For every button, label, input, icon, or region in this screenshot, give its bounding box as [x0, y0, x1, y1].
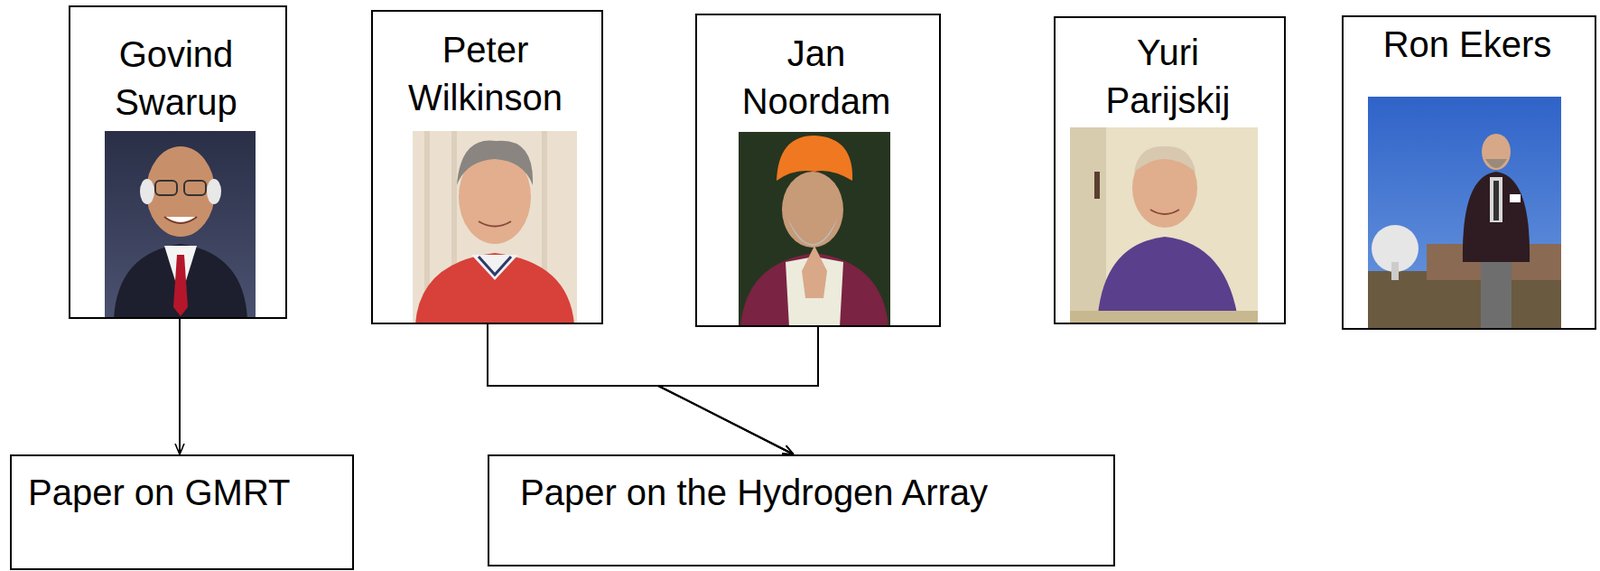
person-box: Peter Wilkinson	[371, 9, 604, 325]
person-name: Ron Ekers	[1345, 20, 1590, 69]
paper-title: Paper on GMRT	[27, 468, 336, 517]
paper-box: Paper on GMRT	[9, 454, 354, 570]
person-name: Yuri Parijskij	[1078, 28, 1259, 125]
connector-arrow	[487, 324, 794, 455]
connector-arrow	[658, 326, 819, 455]
person-box: Ron Ekers	[1341, 15, 1597, 330]
connector-arrow	[178, 318, 181, 455]
portrait-photo	[1367, 96, 1562, 330]
portrait-photo	[104, 130, 256, 319]
person-box: Jan Noordam	[695, 13, 941, 327]
person-name: Peter Wilkinson	[381, 26, 590, 122]
paper-box: Paper on the Hydrogen Array	[487, 454, 1116, 567]
person-name: Govind Swarup	[85, 30, 267, 127]
portrait-photo	[412, 130, 577, 325]
person-name: Jan Noordam	[725, 29, 907, 126]
person-box: Govind Swarup	[68, 5, 288, 319]
portrait-photo	[1069, 127, 1258, 325]
paper-title: Paper on the Hydrogen Array	[520, 468, 1083, 517]
person-box: Yuri Parijskij	[1053, 16, 1286, 325]
portrait-photo	[738, 131, 891, 327]
